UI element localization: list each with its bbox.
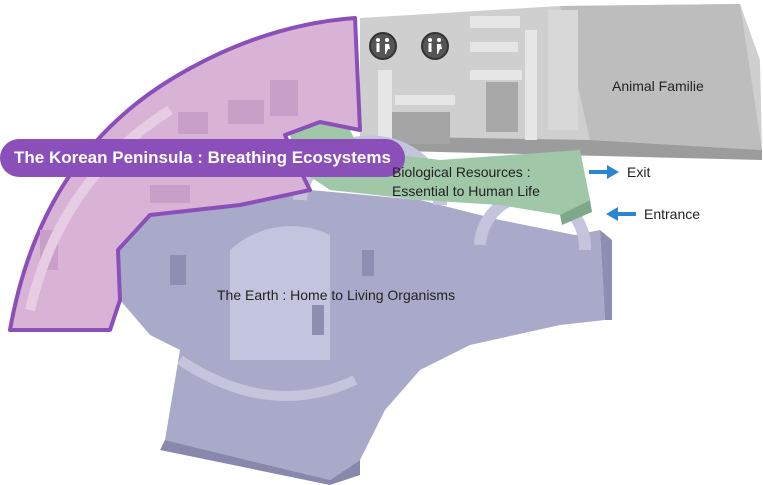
biological-resources-label: Biological Resources : Essential to Huma…: [392, 163, 540, 201]
animal-family-label: Animal Familie: [612, 78, 704, 94]
biological-resources-label-line1: Biological Resources :: [392, 164, 531, 180]
exit-label: Exit: [627, 164, 651, 180]
korean-peninsula-label[interactable]: The Korean Peninsula : Breathing Ecosyst…: [0, 139, 405, 177]
restroom-icon: [421, 32, 449, 60]
animal-family-zone[interactable]: [360, 4, 762, 160]
arrow-right-icon: [589, 165, 619, 179]
entrance-indicator[interactable]: Entrance: [606, 206, 700, 222]
earth-label: The Earth : Home to Living Organisms: [217, 287, 456, 303]
arrow-left-icon: [606, 207, 636, 221]
biological-resources-zone[interactable]: [290, 120, 592, 225]
biological-resources-label-line2: Essential to Human Life: [392, 183, 540, 199]
entrance-label: Entrance: [644, 206, 701, 222]
restroom-icon: [369, 32, 397, 60]
exit-indicator[interactable]: Exit: [589, 164, 650, 180]
